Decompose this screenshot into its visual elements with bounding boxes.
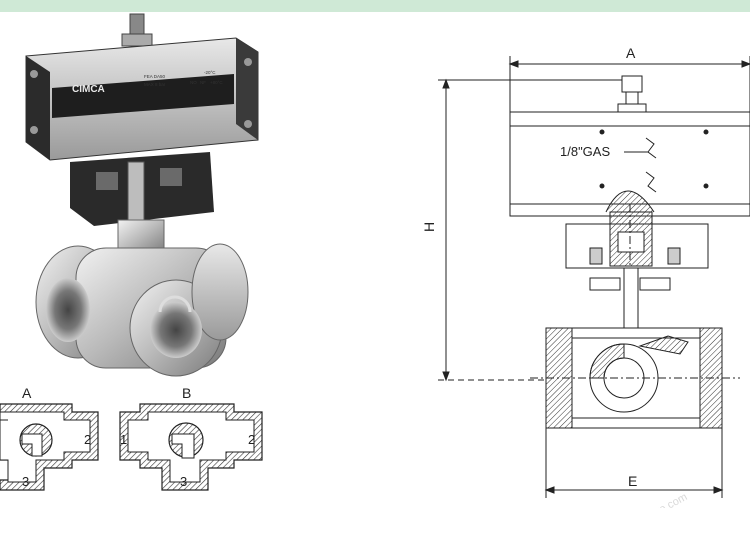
flow-diagram-a: A 2 3 [0,385,99,491]
technical-drawing: 1/8"GAS A H E cn.valve.com [421,45,750,508]
diagram-a-ball [19,423,53,457]
drawing-valve-body [530,327,740,429]
actuator-spec-2: MAX 8 bar [144,82,166,87]
watermark: cn.valve.com [627,491,689,508]
mounting-bracket [70,152,214,229]
valve-body [35,219,249,377]
actuator-body: CIMCA FEA DA50 MAX 8 bar -20°C NO NF +80… [25,37,259,161]
drawing-bracket [565,204,709,384]
actuator-spec-4: NO [190,80,197,85]
dimension-e [544,428,724,498]
actuator-indicator-pin [121,13,153,47]
dimension-h [438,78,632,382]
diagram-b-label: B [182,385,191,401]
port-callout: 1/8"GAS [560,144,610,159]
diagram-a-label: A [22,385,32,401]
actuator-spec-6: +80°C [210,80,223,85]
diagram-a-port-right: 2 [84,432,91,447]
dimension-e-label: E [628,473,637,489]
diagram-b-ball [168,422,204,459]
top-accent-bar [0,0,750,12]
actuator-spec-1: FEA DA50 [144,74,166,79]
actuator-brand-label: CIMCA [72,84,105,95]
diagram-b-port-left: 1 [120,432,127,447]
actuator-spec-5: NF [200,80,206,85]
drawing-indicator-pin [617,75,647,113]
flow-diagram-b: B 1 2 3 [119,385,263,491]
valve-photo: CIMCA FEA DA50 MAX 8 bar -20°C NO NF +80… [25,13,259,377]
diagram-b-port-bottom: 3 [180,474,187,489]
diagram-b-port-right: 2 [248,432,255,447]
dimension-a-label: A [626,45,636,61]
dimension-h-label: H [421,222,437,232]
diagram-a-port-bottom: 3 [22,474,29,489]
dimension-a [508,56,750,118]
actuator-spec-3: -20°C [204,70,216,75]
drawing-actuator [509,111,750,217]
